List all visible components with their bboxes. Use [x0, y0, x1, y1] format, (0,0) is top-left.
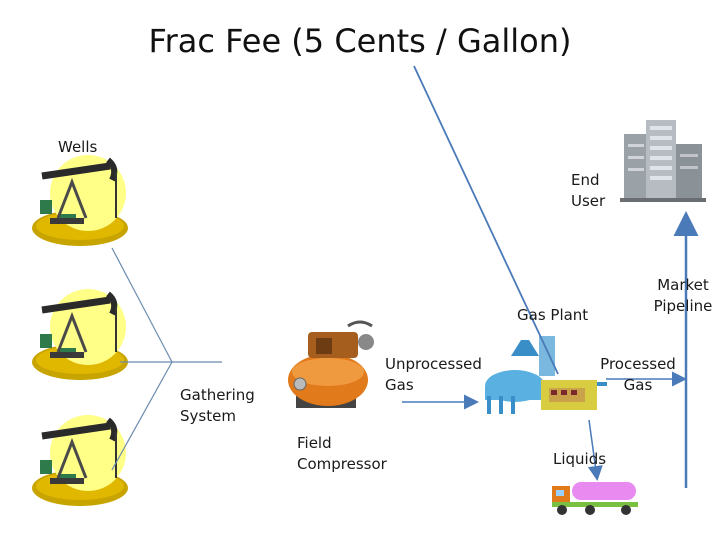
tanker-truck-icon — [552, 482, 638, 515]
liquids-label: Liquids — [553, 450, 607, 468]
processed-gas-label: Processed Gas — [600, 355, 676, 394]
gas-plant-icon — [485, 336, 607, 414]
liquids-arrow — [587, 419, 603, 481]
gathering-system-label: Gathering System — [180, 386, 255, 425]
unprocessed-gas-label: Unprocessed Gas — [385, 355, 482, 394]
wells-label: Wells — [58, 138, 98, 156]
page-title: Frac Fee (5 Cents / Gallon) — [148, 22, 572, 60]
oil-well-icon — [32, 155, 128, 246]
market-pipeline-label: Market Pipeline — [653, 276, 713, 315]
end-user-label: End User — [571, 171, 606, 210]
city-buildings-icon — [620, 120, 706, 202]
compressor-icon — [288, 320, 374, 408]
gathering-lines — [111, 247, 222, 471]
oil-well-icon — [32, 415, 128, 506]
field-compressor-label: Field Compressor — [297, 434, 387, 473]
frac-fee-pointer — [413, 65, 559, 375]
gas-plant-label: Gas Plant — [517, 306, 589, 324]
oil-well-icon — [32, 289, 128, 380]
